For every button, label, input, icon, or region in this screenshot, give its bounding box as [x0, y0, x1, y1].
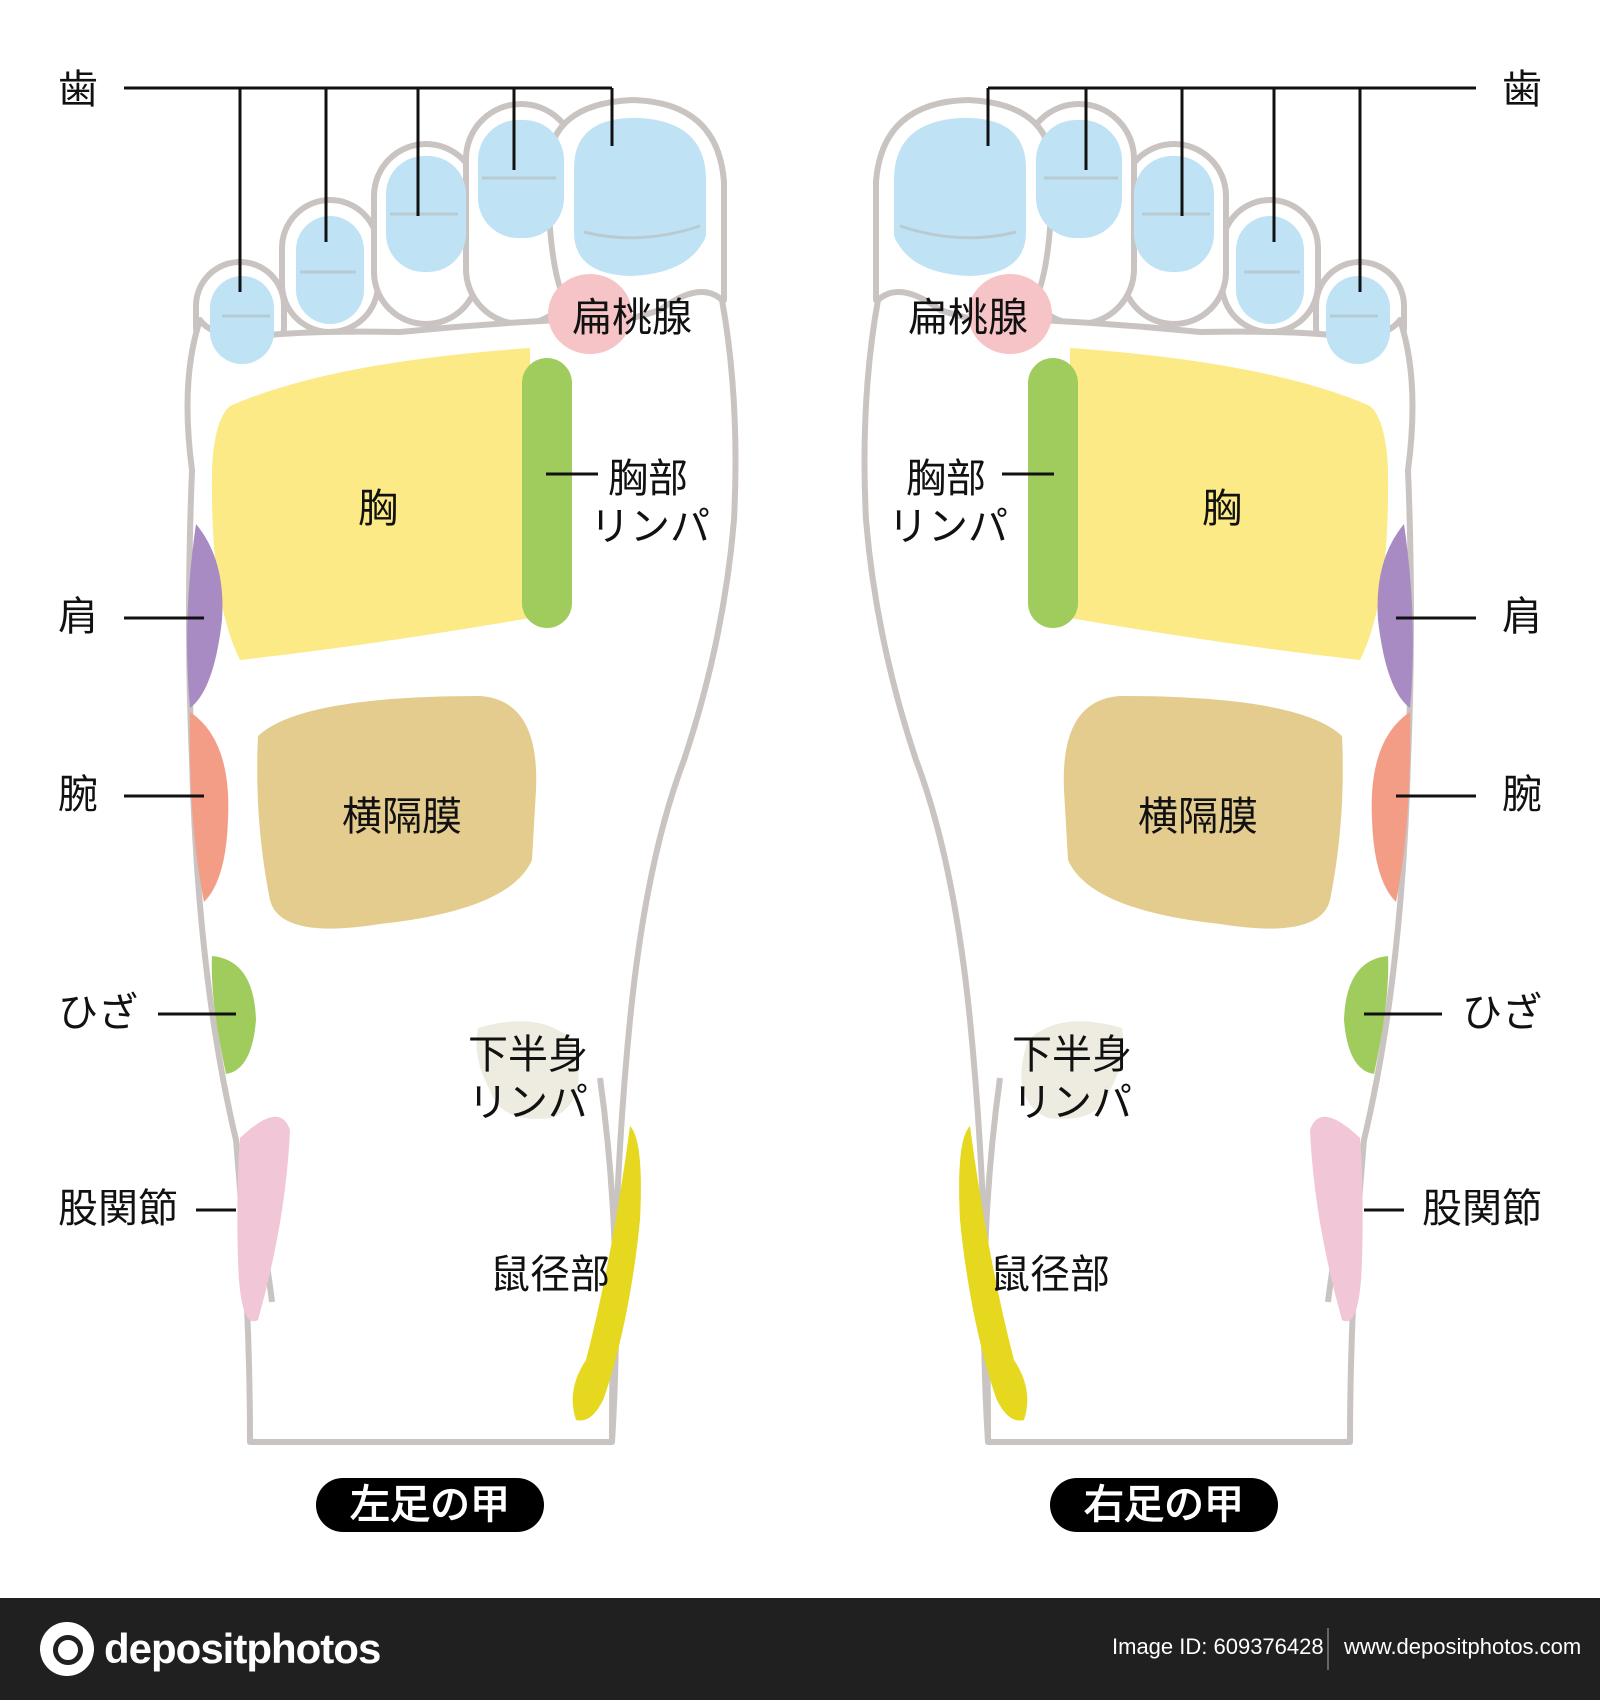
right-teeth-zone-4	[1236, 216, 1304, 324]
left-foot: 歯 扁桃腺 胸 胸部 リンパ 肩 腕 横隔膜 ひざ 下半身 リンパ 股関節 鼠径…	[58, 67, 739, 1532]
left-diaphragm-zone	[257, 696, 537, 929]
left-label-chest-lymph-1: 胸部	[608, 456, 688, 502]
left-teeth-zone-5	[210, 276, 274, 364]
brand-name: depositphotos	[104, 1625, 381, 1672]
left-teeth-zone-4	[296, 216, 364, 324]
right-shoulder-zone	[1377, 524, 1413, 708]
right-label-diaphragm: 横隔膜	[1138, 794, 1258, 840]
right-label-lower-lymph-1: 下半身	[1012, 1032, 1132, 1078]
right-chest-zone	[1070, 348, 1389, 660]
left-label-lower-lymph-2: リンパ	[468, 1080, 588, 1126]
left-shoulder-zone	[187, 524, 223, 708]
left-label-knee: ひざ	[58, 990, 138, 1036]
left-chest-zone	[211, 348, 530, 660]
right-teeth-zone-5	[1326, 276, 1390, 364]
right-label-shoulder: 肩	[1502, 594, 1542, 640]
right-diaphragm-zone	[1063, 696, 1343, 929]
left-label-tonsils: 扁桃腺	[572, 295, 692, 341]
left-label-groin: 鼠径部	[490, 1252, 610, 1298]
right-foot-shapes	[861, 86, 1476, 1445]
left-label-arm: 腕	[58, 772, 98, 818]
right-label-chest-lymph-1: 胸部	[906, 456, 986, 502]
right-hip-zone	[1310, 1116, 1363, 1322]
right-label-hip: 股関節	[1422, 1186, 1542, 1232]
right-title: 右足の甲	[1084, 1482, 1244, 1528]
left-title-pill	[316, 1478, 544, 1532]
left-arm-zone	[189, 712, 229, 902]
left-groin-zone	[572, 1126, 641, 1421]
footer-divider	[1327, 1628, 1329, 1670]
right-foot: 歯 扁桃腺 胸 胸部 リンパ 肩 腕 横隔膜 ひざ 下半身 リンパ 股関節 鼠径…	[861, 67, 1542, 1532]
left-label-diaphragm: 横隔膜	[342, 794, 462, 840]
left-chest-lymph-zone	[522, 358, 572, 628]
right-label-knee: ひざ	[1462, 990, 1542, 1036]
left-nail-1	[583, 224, 701, 240]
left-label-chest: 胸	[358, 486, 398, 532]
right-tonsils-zone	[968, 274, 1052, 354]
left-teeth-leader	[124, 86, 614, 292]
camera-icon	[40, 1622, 94, 1676]
right-label-tonsils: 扁桃腺	[908, 295, 1028, 341]
right-groin-zone	[959, 1126, 1028, 1421]
left-tonsils-zone	[548, 274, 632, 354]
left-label-teeth: 歯	[58, 67, 98, 113]
right-label-teeth: 歯	[1502, 67, 1542, 113]
left-hip-zone	[237, 1116, 290, 1322]
left-lower-lymph-zone	[476, 1021, 579, 1119]
right-label-chest: 胸	[1202, 486, 1242, 532]
right-arm-zone	[1371, 712, 1411, 902]
left-title: 左足の甲	[350, 1482, 510, 1528]
stock-footer-bar: depositphotos Image ID: 609376428 www.de…	[0, 1598, 1600, 1700]
right-title-pill	[1050, 1478, 1278, 1532]
image-id: Image ID: 609376428	[1112, 1634, 1324, 1659]
left-label-shoulder: 肩	[58, 594, 98, 640]
left-label-hip: 股関節	[58, 1186, 178, 1232]
site-link[interactable]: www.depositphotos.com	[1344, 1634, 1582, 1659]
left-label-chest-lymph-2: リンパ	[590, 504, 710, 550]
left-label-lower-lymph-1: 下半身	[468, 1032, 588, 1078]
right-label-lower-lymph-2: リンパ	[1012, 1080, 1132, 1126]
right-teeth-zone-1	[894, 117, 1026, 276]
right-chest-lymph-zone	[1028, 358, 1078, 628]
right-label-groin: 鼠径部	[990, 1252, 1110, 1298]
brand-logo[interactable]: depositphotos	[40, 1622, 381, 1676]
right-teeth-leader	[986, 86, 1476, 292]
left-teeth-zone-1	[574, 117, 706, 276]
right-label-arm: 腕	[1502, 772, 1542, 818]
right-label-chest-lymph-2: リンパ	[888, 504, 1008, 550]
right-nail-1	[899, 224, 1017, 240]
right-lower-lymph-zone	[1021, 1021, 1124, 1119]
